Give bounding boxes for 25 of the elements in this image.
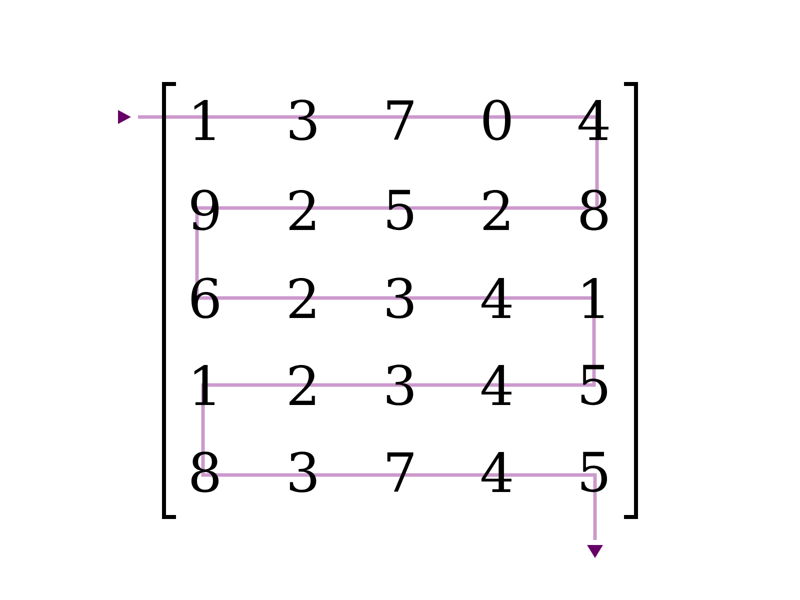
matrix-entry: 2 [484, 190, 509, 230]
matrix-entry: 3 [386, 278, 414, 318]
matrix-entry: 1 [194, 364, 214, 406]
matrix-entry: 0 [483, 100, 511, 140]
matrix-entry: 6 [191, 278, 219, 318]
matrix-entry: 3 [386, 364, 414, 406]
matrix-entry: 1 [194, 100, 214, 140]
matrix-entry: 5 [387, 190, 414, 230]
matrix-entry: 4 [482, 452, 512, 492]
matrix-entry: 5 [581, 364, 608, 406]
matrix-entry: 9 [191, 190, 219, 230]
matrix-entry: 4 [482, 364, 512, 406]
matrix-entry: 2 [290, 364, 315, 406]
matrix-entry: 7 [387, 452, 414, 492]
matrix-entry: 7 [387, 100, 414, 140]
matrix-entry: 8 [191, 452, 219, 492]
matrix-entry: 4 [578, 100, 608, 140]
matrix-entry: 3 [290, 100, 316, 140]
matrix-entry: 3 [290, 452, 316, 492]
matrix-entry: 5 [581, 452, 608, 492]
matrix-entry: 4 [482, 278, 512, 318]
matrix-entry: 8 [580, 190, 608, 230]
matrix-entry: 1 [583, 278, 604, 318]
matrix-entry: 2 [290, 190, 315, 230]
matrix-entry: 2 [290, 278, 315, 318]
